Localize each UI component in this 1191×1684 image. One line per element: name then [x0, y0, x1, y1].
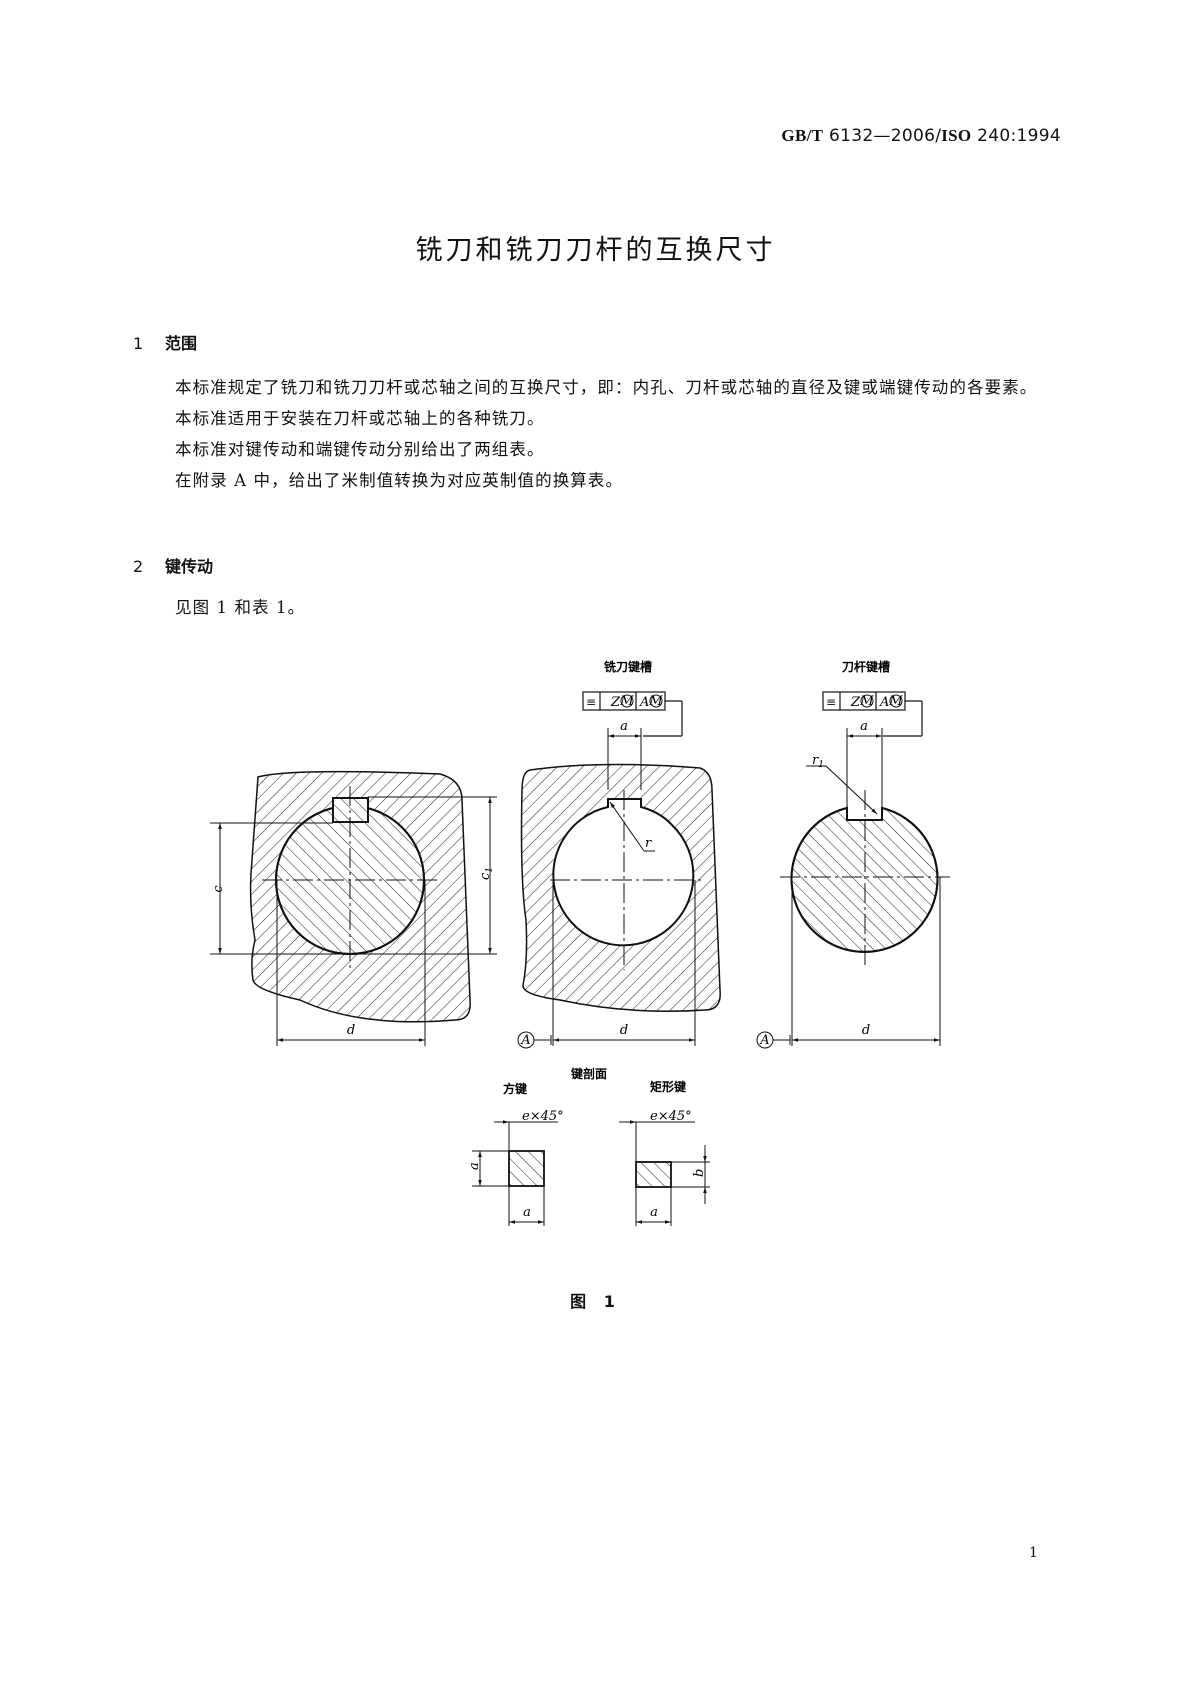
dim-r: r	[645, 836, 652, 851]
datum-letter: A	[520, 1033, 530, 1048]
datum-ref-a: A	[879, 695, 889, 710]
datum-ref-a: A	[639, 695, 649, 710]
dim-c1: c1	[478, 867, 495, 880]
square-key-section: e×45° a a	[467, 1109, 564, 1226]
mmc-icon	[889, 694, 903, 708]
label-cutter-keyway: 铣刀键槽	[604, 659, 652, 674]
mmc-icon	[649, 694, 663, 708]
document-title: 铣刀和铣刀刀杆的互换尺寸	[415, 235, 776, 266]
dim-a: a	[860, 719, 868, 734]
cutter-keyway-section: r d A	[517, 763, 721, 1049]
std-number: 6132—2006/	[828, 126, 942, 146]
section-1-heading: 1 范围	[133, 330, 197, 354]
paragraph: 见图 1 和表 1。	[175, 598, 306, 617]
mmc-letter: M	[648, 694, 663, 709]
mmc-icon	[620, 694, 634, 708]
paragraph: 在附录 A 中，给出了米制值转换为对应英制值的换算表。	[175, 471, 624, 490]
label-rect-key: 矩形键	[649, 1079, 686, 1094]
mmc-letter: M	[619, 694, 634, 709]
tolerance-frame-arbor	[822, 691, 923, 737]
section-number: 2	[133, 557, 144, 576]
standard-code: GB/T 6132—2006/ISO 240:1994	[781, 126, 1061, 146]
dim-a: a	[650, 1205, 658, 1220]
page-number: 1	[1029, 1545, 1038, 1561]
paragraph: 本标准对键传动和端键传动分别给出了两组表。	[175, 440, 545, 459]
datum-ref-z: Z	[850, 695, 861, 710]
paragraph: 本标准规定了铣刀和铣刀刀杆或芯轴之间的互换尺寸，即：内孔、刀杆或芯轴的直径及键或…	[175, 378, 1038, 397]
dim-chamfer: e×45°	[650, 1109, 692, 1124]
figure-caption: 图 1	[570, 1292, 621, 1311]
iso-number: 240:1994	[977, 126, 1061, 146]
dim-c: c	[211, 885, 226, 893]
datum-letter: A	[759, 1033, 769, 1048]
std-prefix: GB/T	[781, 126, 824, 145]
dim-b: b	[692, 1169, 707, 1177]
dim-d: d	[862, 1023, 870, 1038]
dim-chamfer: e×45°	[522, 1109, 564, 1124]
label-arbor-keyway: 刀杆键槽	[842, 659, 890, 674]
mmc-letter: M	[888, 694, 903, 709]
rect-key-section: e×45° b a	[619, 1109, 710, 1226]
symmetry-icon: ≡	[586, 695, 596, 709]
section-title: 范围	[165, 334, 198, 353]
label-key-section: 键剖面	[570, 1066, 607, 1081]
dim-d: d	[620, 1023, 628, 1038]
paragraph: 本标准适用于安装在刀杆或芯轴上的各种铣刀。	[175, 409, 545, 428]
dim-r1: r1	[812, 753, 824, 770]
label-square-key: 方键	[503, 1081, 527, 1096]
assembly-section: c c1 d	[210, 770, 497, 1046]
dim-a: a	[620, 719, 628, 734]
iso-prefix: ISO	[941, 126, 972, 145]
dim-a: a	[467, 1162, 482, 1170]
section-2-body: 见图 1 和表 1。	[133, 592, 1055, 623]
arbor-keyway-section: r1 d A	[756, 753, 950, 1049]
section-1-body: 本标准规定了铣刀和铣刀刀杆或芯轴之间的互换尺寸，即：内孔、刀杆或芯轴的直径及键或…	[133, 372, 1055, 496]
symmetry-icon: ≡	[826, 695, 836, 709]
datum-ref-z: Z	[610, 695, 621, 710]
tolerance-frame-cutter	[582, 691, 683, 737]
section-number: 1	[133, 334, 144, 353]
section-title: 键传动	[165, 557, 214, 576]
mmc-letter: M	[859, 694, 874, 709]
dim-a: a	[523, 1205, 531, 1220]
mmc-icon	[860, 694, 874, 708]
dim-d: d	[347, 1023, 355, 1038]
section-2-heading: 2 键传动	[133, 553, 213, 577]
